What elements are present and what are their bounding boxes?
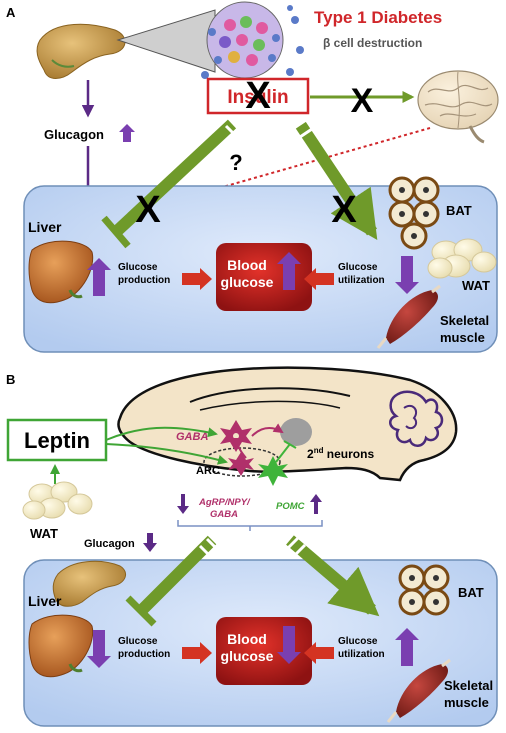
green-break-4 — [299, 127, 313, 139]
glucagon-b-label: Glucagon — [84, 538, 135, 550]
liver-b-icon — [28, 614, 94, 678]
utilization-down-arrow — [395, 256, 419, 294]
panel-b-label: B — [6, 372, 15, 387]
liver-label: Liver — [28, 219, 62, 235]
leptin-utilization-arrow — [286, 535, 380, 617]
blood-glucose-b-down-arrow — [277, 626, 301, 664]
blood-glucose-line1: Blood — [227, 257, 267, 273]
glucose-utilization-b-line1: Glucose — [338, 636, 378, 647]
glucagon-up-arrow — [119, 124, 135, 142]
islet-icon — [201, 1, 304, 79]
bat-icon — [388, 176, 440, 250]
gaba-label: GABA — [176, 431, 208, 443]
production-up-arrow — [87, 258, 111, 296]
sagittal-brain-icon — [117, 366, 458, 482]
bat-label: BAT — [446, 203, 472, 218]
green-break-1 — [224, 124, 240, 140]
glucagon-b-down-arrow — [143, 533, 157, 552]
bat-b-label: BAT — [458, 585, 484, 600]
blood-glucose-line2: glucose — [221, 274, 274, 290]
agrp-to-gaba-arrow — [232, 437, 247, 459]
pomc-label: POMC — [276, 501, 305, 512]
leptin-box — [6, 418, 108, 462]
gaba-neuron-icon — [220, 420, 252, 452]
green-b-break-2 — [205, 537, 221, 553]
glucose-utilization-line2: utilization — [338, 275, 385, 286]
agrp-label-line1: AgRP/NPY/ — [198, 497, 251, 508]
blood-glucose-up-arrow — [277, 252, 301, 290]
wat-icon — [427, 238, 497, 279]
agrp-label-line2: GABA — [210, 509, 238, 520]
liver-cross: X — [135, 189, 161, 231]
green-break-2 — [232, 118, 246, 133]
glucose-production-b-line1: Glucose — [118, 636, 158, 647]
production-blood-b-arrow — [182, 642, 212, 664]
second-neurons-sup: nd — [314, 446, 324, 455]
glucagon-label: Glucagon — [44, 127, 104, 142]
leptin-gaba-arrow — [105, 426, 218, 441]
second-neurons-label: 2nd neurons — [307, 446, 374, 461]
green-b-break-4 — [291, 543, 307, 559]
second-neurons-prefix: 2 — [307, 447, 314, 461]
utilization-blood-b-arrow — [304, 642, 334, 664]
agrp-neuron-icon — [228, 452, 254, 476]
production-blood-arrow — [182, 268, 212, 290]
pancreas-icon — [36, 23, 126, 79]
insulin-liver-inhibition — [111, 119, 237, 237]
leptin-liver-inhibition — [137, 535, 217, 615]
hypothalamus-bracket — [177, 520, 323, 531]
wat-b-label: WAT — [30, 526, 58, 541]
muscle-label-line1: Skeletal — [440, 313, 489, 328]
pomc-neuron-icon — [258, 456, 288, 486]
agrp-down-arrow — [177, 494, 189, 514]
question-mark: ? — [229, 150, 242, 175]
glucose-production-line2: production — [118, 275, 170, 286]
pomc-inhibit-bar — [283, 440, 297, 449]
pomc-to-target-line — [275, 443, 291, 463]
gaba-to-target-arrow — [251, 423, 284, 437]
arc-label: ARC — [196, 465, 220, 477]
green-b-break-1 — [198, 544, 214, 560]
insulin-label: Insulin — [227, 87, 288, 108]
glucose-utilization-b-line2: utilization — [338, 649, 385, 660]
pancreas-b-icon — [52, 560, 127, 607]
production-b-down-arrow — [87, 630, 111, 668]
leptin-arc-arrow — [105, 443, 228, 465]
muscle-b-label-line1: Skeletal — [444, 678, 493, 693]
blood-glucose-b-line1: Blood — [227, 631, 267, 647]
blood-glucose-b-line2: glucose — [221, 648, 274, 664]
muscle-b-label-line2: muscle — [444, 695, 489, 710]
pomc-up-arrow — [310, 494, 322, 514]
utilization-b-up-arrow — [395, 628, 419, 666]
muscle-label-line2: muscle — [440, 330, 485, 345]
muscle-b-icon — [386, 658, 451, 723]
leptin-label: Leptin — [24, 428, 90, 453]
muscle-icon — [376, 284, 441, 349]
insulin-cross: X — [245, 75, 271, 117]
panel-a-title: Type 1 Diabetes — [314, 8, 442, 27]
leptin-liver-bar — [125, 595, 157, 627]
panel-a-label: A — [6, 5, 16, 20]
wat-b-icon — [22, 481, 93, 520]
insulin-utilization-arrow — [295, 120, 378, 240]
utilization-blood-arrow — [304, 268, 334, 290]
wat-label: WAT — [462, 278, 490, 293]
green-break-3 — [293, 118, 307, 130]
brain-icon — [417, 70, 499, 144]
liver-icon — [28, 240, 94, 304]
brain-cross: X — [351, 82, 374, 120]
panel-a-subtitle: β cell destruction — [323, 36, 422, 50]
utilization-cross: X — [331, 189, 357, 231]
insulin-liver-bar — [101, 215, 131, 249]
glucose-utilization-line1: Glucose — [338, 262, 378, 273]
second-neurons-suffix: neurons — [323, 447, 374, 461]
zoom-wedge — [116, 9, 216, 73]
glucose-production-b-line2: production — [118, 649, 170, 660]
green-b-break-3 — [284, 536, 300, 552]
insulin-box — [206, 77, 310, 115]
bat-b-icon — [398, 564, 450, 616]
glucose-production-line1: Glucose — [118, 262, 158, 273]
liver-b-label: Liver — [28, 593, 62, 609]
